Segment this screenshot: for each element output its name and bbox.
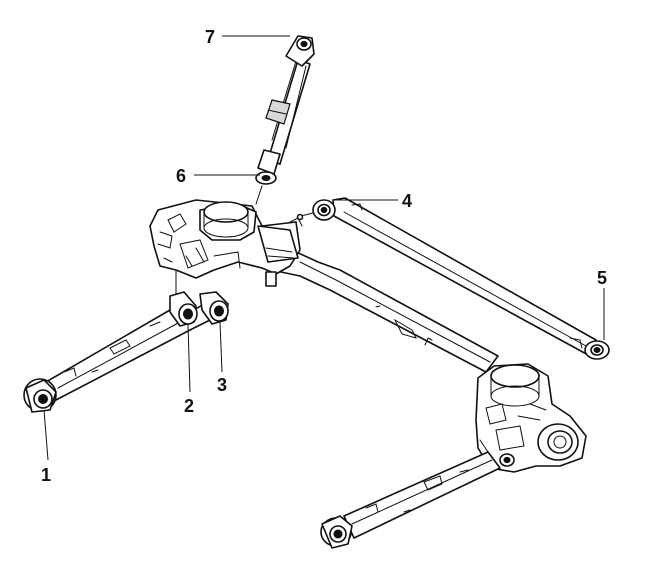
- leader-2: [187, 323, 191, 393]
- left-hub-knuckle: [149, 199, 303, 297]
- callout-5: 5: [597, 268, 607, 288]
- bushing-3: [199, 291, 229, 325]
- upper-link-right: [332, 197, 610, 360]
- callout-1: 1: [41, 465, 51, 485]
- leader-lines: [43, 35, 605, 461]
- right-hub-knuckle: [475, 363, 587, 473]
- bushing-1: [23, 378, 57, 413]
- leader-3: [219, 321, 223, 373]
- callout-6: 6: [176, 166, 186, 186]
- callout-3: 3: [217, 375, 227, 395]
- lower-arm-right-bushing: [320, 515, 353, 549]
- callout-7: 7: [205, 27, 215, 47]
- upper-link-bushing-front: [296, 199, 336, 221]
- callout-2: 2: [184, 396, 194, 416]
- lower-arm-right: [343, 451, 501, 539]
- shock-absorber: [255, 35, 315, 205]
- callout-4: 4: [402, 191, 412, 211]
- leader-1: [43, 409, 49, 461]
